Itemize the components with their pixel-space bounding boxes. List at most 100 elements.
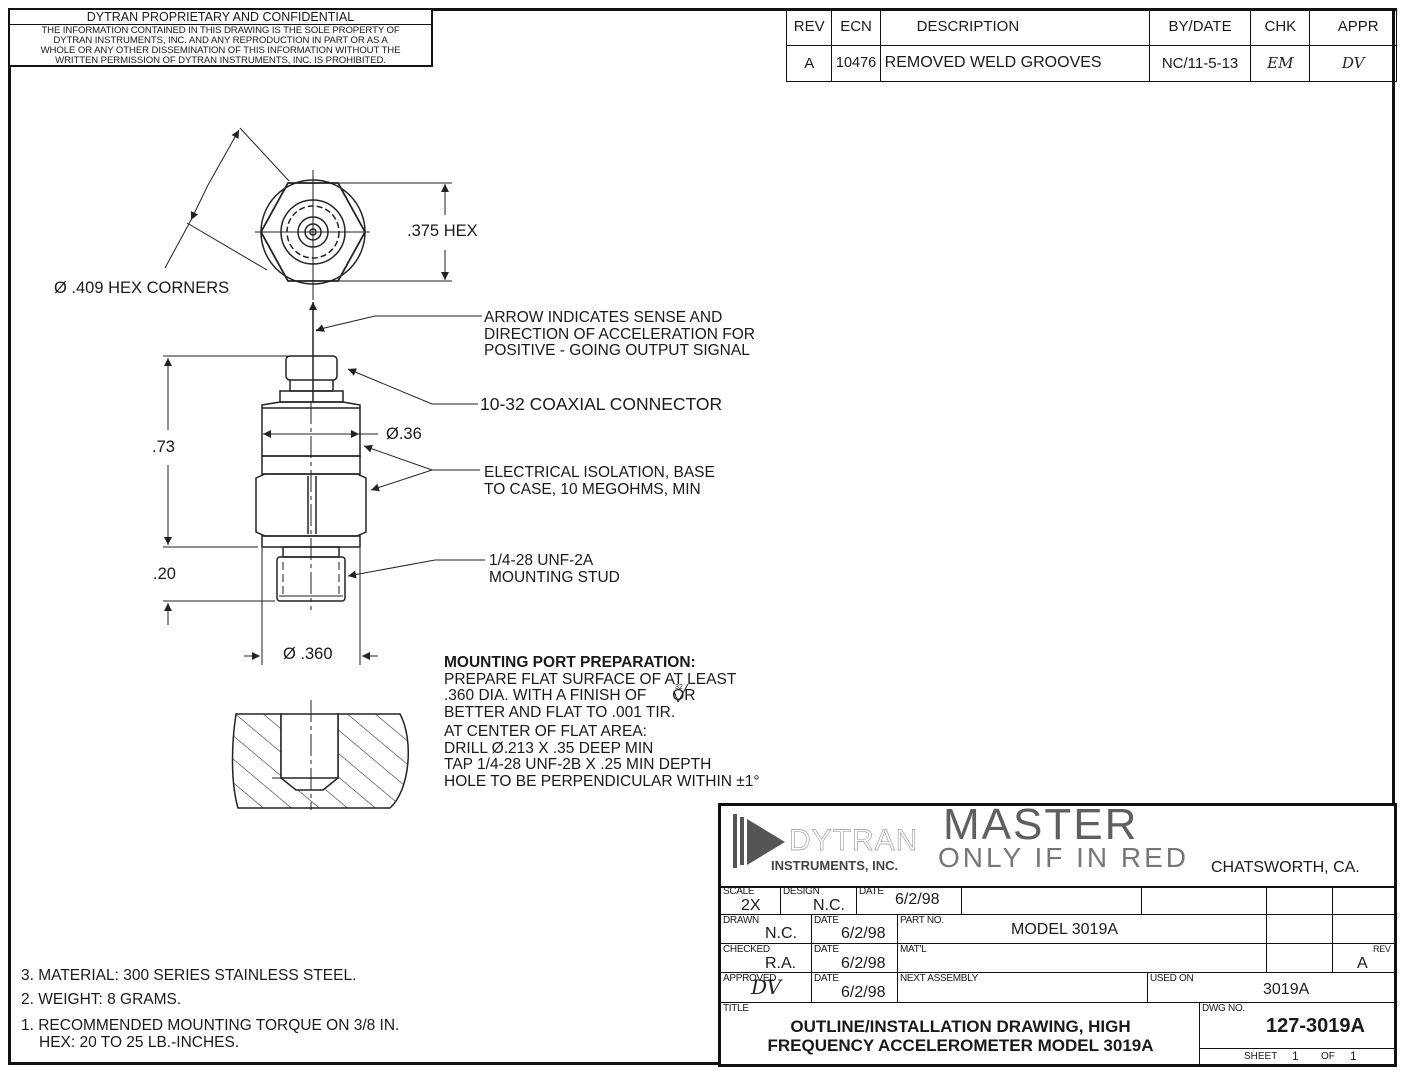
callout-line: TO CASE, 10 MEGOHMS, MIN bbox=[484, 480, 701, 498]
approved-cell: APPROVED DV bbox=[721, 973, 812, 1003]
design-date-value: 6/2/98 bbox=[895, 891, 940, 908]
company-sub: INSTRUMENTS, INC. bbox=[771, 858, 899, 873]
arrow-callout: ARROW INDICATES SENSE AND DIRECTION OF A… bbox=[484, 309, 755, 360]
connector-callout: 10-32 COAXIAL CONNECTOR bbox=[480, 394, 723, 414]
matl-cell: MAT'L bbox=[898, 944, 1267, 973]
drawing-frame bbox=[8, 8, 1395, 1065]
hex-dim: .375 HEX bbox=[407, 222, 478, 240]
design-cell: DESIGN N.C. bbox=[781, 886, 857, 915]
title-block-header: DYTRAN INSTRUMENTS, INC. MASTER ONLY IF … bbox=[721, 800, 1394, 888]
appr-header: APPR bbox=[1309, 8, 1397, 46]
rev-value: A bbox=[1357, 955, 1368, 972]
proprietary-line: THE INFORMATION CONTAINED IN THIS DRAWIN… bbox=[41, 25, 400, 36]
mounting-prep-line: AT CENTER OF FLAT AREA: bbox=[444, 723, 647, 740]
note-2: 2. WEIGHT: 8 GRAMS. bbox=[21, 991, 182, 1008]
revision-table: REV ECN DESCRIPTION BY/DATE CHK APPR A 1… bbox=[785, 8, 1397, 82]
drawn-value: N.C. bbox=[765, 925, 797, 942]
proprietary-title: DYTRAN PROPRIETARY AND CONFIDENTIAL bbox=[10, 10, 431, 25]
stud-callout: 1/4-28 UNF-2A MOUNTING STUD bbox=[489, 552, 620, 586]
checked-date-cell: DATE 6/2/98 bbox=[812, 944, 898, 973]
finish-value: 32 bbox=[675, 684, 683, 691]
used-on-value: 3019A bbox=[1263, 981, 1310, 998]
red-stamp: ONLY IF IN RED bbox=[938, 842, 1190, 873]
mounting-prep-line: HOLE TO BE PERPENDICULAR WITHIN ±1° bbox=[444, 772, 760, 790]
title-cell: TITLE OUTLINE/INSTALLATION DRAWING, HIGH… bbox=[721, 1003, 1200, 1064]
proprietary-line: DYTRAN INSTRUMENTS, INC. AND ANY REPRODU… bbox=[53, 35, 388, 46]
blank-cell bbox=[1267, 915, 1333, 944]
location: CHATSWORTH, CA. bbox=[1211, 859, 1360, 876]
rev-header: REV bbox=[785, 8, 833, 46]
callout-line: DIRECTION OF ACCELERATION FOR bbox=[484, 325, 755, 343]
callout-line: 1/4-28 UNF-2A bbox=[489, 552, 594, 569]
ecn-value: 10476 bbox=[831, 44, 881, 82]
dytran-logo-icon bbox=[733, 814, 785, 868]
base-diameter-dim: Ø .360 bbox=[283, 645, 333, 663]
scale-cell: SCALE 2X bbox=[721, 886, 781, 915]
chk-header: CHK bbox=[1250, 8, 1311, 46]
master-stamp: MASTER bbox=[943, 800, 1139, 849]
callout-line: ARROW INDICATES SENSE AND bbox=[484, 309, 723, 326]
used-on-cell: USED ON 3019A bbox=[1148, 973, 1394, 1003]
top-view bbox=[164, 127, 452, 300]
blank-cell bbox=[1333, 886, 1394, 915]
title-block: DYTRAN INSTRUMENTS, INC. MASTER ONLY IF … bbox=[718, 800, 1397, 1067]
callout-line: ELECTRICAL ISOLATION, BASE bbox=[484, 464, 715, 481]
checked-value: R.A. bbox=[765, 955, 797, 972]
next-assembly-cell: NEXT ASSEMBLY bbox=[898, 973, 1148, 1003]
blank-cell bbox=[1267, 886, 1333, 915]
ecn-header: ECN bbox=[831, 8, 881, 46]
height-dim: .73 bbox=[152, 438, 175, 456]
proprietary-notice: DYTRAN PROPRIETARY AND CONFIDENTIAL THE … bbox=[8, 8, 433, 67]
note-3: 3. MATERIAL: 300 SERIES STAINLESS STEEL. bbox=[21, 967, 357, 984]
body-diameter-dim: Ø.36 bbox=[386, 425, 422, 443]
checked-cell: CHECKED R.A. bbox=[721, 944, 812, 973]
surface-finish-symbol bbox=[673, 683, 689, 703]
drawn-cell: DRAWN N.C. bbox=[721, 915, 812, 944]
drawing-title-line: FREQUENCY ACCELEROMETER MODEL 3019A bbox=[767, 1036, 1154, 1055]
mounting-prep-line: .360 DIA. WITH A FINISH OF OR bbox=[444, 687, 696, 704]
blank-cell bbox=[1267, 944, 1333, 973]
drawing-title: OUTLINE/INSTALLATION DRAWING, HIGH FREQU… bbox=[721, 1017, 1200, 1055]
callout-line: POSITIVE - GOING OUTPUT SIGNAL bbox=[484, 342, 750, 359]
mounting-prep-heading: MOUNTING PORT PREPARATION: bbox=[444, 654, 696, 671]
revision-row: A 10476 REMOVED WELD GROOVES NC/11-5-13 … bbox=[785, 44, 1397, 82]
stud-length-dim: .20 bbox=[153, 565, 176, 583]
design-date-cell: DATE 6/2/98 bbox=[857, 886, 962, 915]
sheet-value: 1 bbox=[1292, 1049, 1299, 1063]
dwg-no-cell: DWG NO. 127-3019A bbox=[1200, 1003, 1394, 1049]
scale-value: 2X bbox=[741, 897, 761, 914]
checked-date-value: 6/2/98 bbox=[841, 955, 886, 972]
proprietary-body: THE INFORMATION CONTAINED IN THIS DRAWIN… bbox=[10, 25, 431, 66]
rev-cell: REV A bbox=[1333, 944, 1394, 973]
note-1: 1. RECOMMENDED MOUNTING TORQUE ON 3/8 IN… bbox=[21, 1017, 400, 1034]
section-view bbox=[231, 700, 409, 810]
mounting-prep-line: PREPARE FLAT SURFACE OF AT LEAST bbox=[444, 670, 737, 688]
drawn-date-cell: DATE 6/2/98 bbox=[812, 915, 898, 944]
callout-line: MOUNTING STUD bbox=[489, 568, 620, 586]
drawn-date-value: 6/2/98 bbox=[841, 925, 886, 942]
company-logo-text: DYTRAN bbox=[789, 824, 919, 857]
proprietary-line: WHOLE OR ANY OTHER DISSEMINATION OF THIS… bbox=[40, 45, 401, 56]
blank-cell bbox=[962, 886, 1142, 915]
drawing-title-line: OUTLINE/INSTALLATION DRAWING, HIGH bbox=[790, 1017, 1131, 1036]
description-value: REMOVED WELD GROOVES bbox=[879, 44, 1150, 82]
by-date-value: NC/11-5-13 bbox=[1148, 44, 1252, 82]
proprietary-line: WRITTEN PERMISSION OF DYTRAN INSTRUMENTS… bbox=[55, 55, 386, 66]
design-value: N.C. bbox=[813, 897, 845, 914]
appr-signature: DV bbox=[1309, 44, 1397, 82]
approved-date-cell: DATE 6/2/98 bbox=[812, 973, 898, 1003]
part-no-value: MODEL 3019A bbox=[1011, 921, 1119, 938]
dwg-no-value: 127-3019A bbox=[1266, 1015, 1365, 1037]
mounting-prep-line: BETTER AND FLAT TO .001 TIR. bbox=[444, 703, 676, 721]
side-view bbox=[163, 302, 485, 665]
sheet-cell: SHEET 1 OF 1 bbox=[1244, 1049, 1357, 1063]
approved-date-value: 6/2/98 bbox=[841, 984, 886, 1001]
blank-cell bbox=[1142, 886, 1267, 915]
drawing-frame-top bbox=[8, 8, 1397, 11]
part-no-cell: PART NO. MODEL 3019A bbox=[898, 915, 1267, 944]
by-date-header: BY/DATE bbox=[1148, 8, 1252, 46]
mounting-prep-line: DRILL Ø.213 X .35 DEEP MIN bbox=[444, 739, 654, 757]
approved-signature: DV bbox=[751, 975, 782, 999]
sheet-total: 1 bbox=[1350, 1049, 1357, 1063]
